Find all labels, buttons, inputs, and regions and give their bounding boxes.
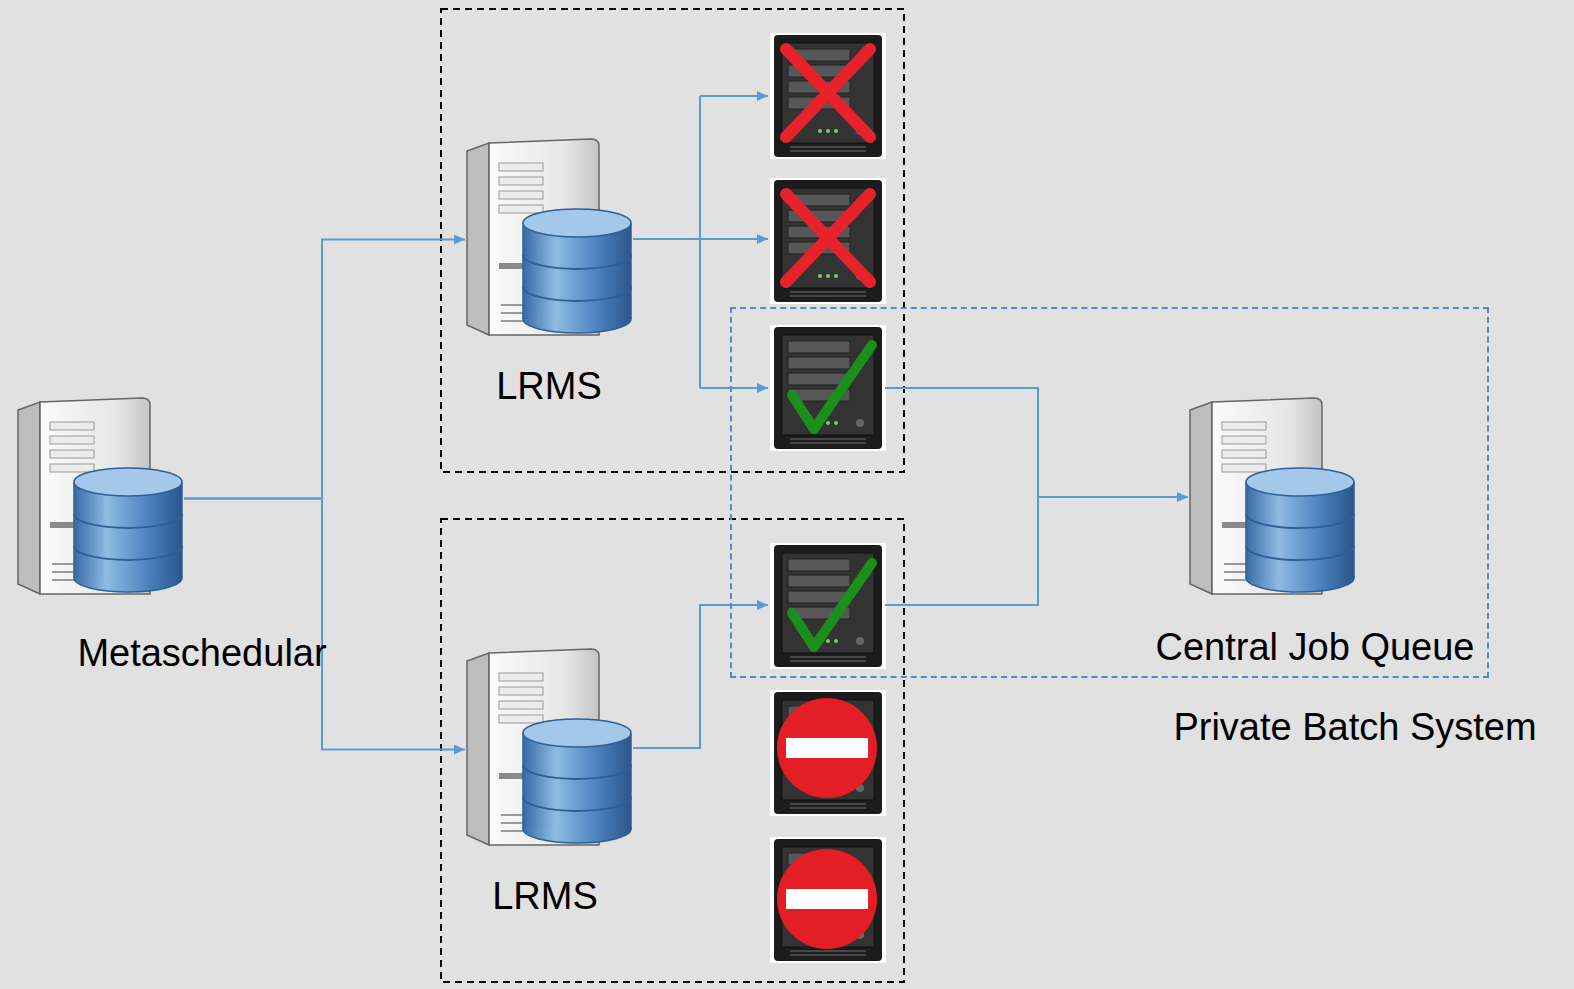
cluster-boundary <box>441 9 904 472</box>
connector <box>184 499 465 750</box>
lrms-server: LRMS <box>465 648 633 851</box>
connector <box>184 240 465 499</box>
server-icon <box>467 139 631 335</box>
lrms-server: LRMS <box>465 138 633 341</box>
worker-ok <box>770 543 886 669</box>
worker-ok <box>770 325 886 451</box>
server-icon <box>18 398 182 594</box>
worker-blocked <box>770 837 886 963</box>
scheduler-server: Metaschedular <box>18 397 184 600</box>
worker-failed <box>770 33 886 159</box>
node-label: Private Batch System <box>1173 706 1536 750</box>
queue-server: Central Job Queue <box>1192 399 1358 602</box>
dispatch-wires <box>633 96 1188 748</box>
cluster-boundary <box>441 519 904 982</box>
worker-blocked <box>770 690 886 816</box>
worker-failed <box>770 178 886 304</box>
server-icon <box>467 649 631 845</box>
node-label: LRMS <box>496 365 602 409</box>
server-icon <box>1190 398 1354 594</box>
node-label: Metaschedular <box>77 632 326 676</box>
batch-region: Private Batch SystemCentral Job Queue <box>730 307 1489 678</box>
node-label: LRMS <box>492 875 598 919</box>
node-label: Central Job Queue <box>1156 626 1475 670</box>
